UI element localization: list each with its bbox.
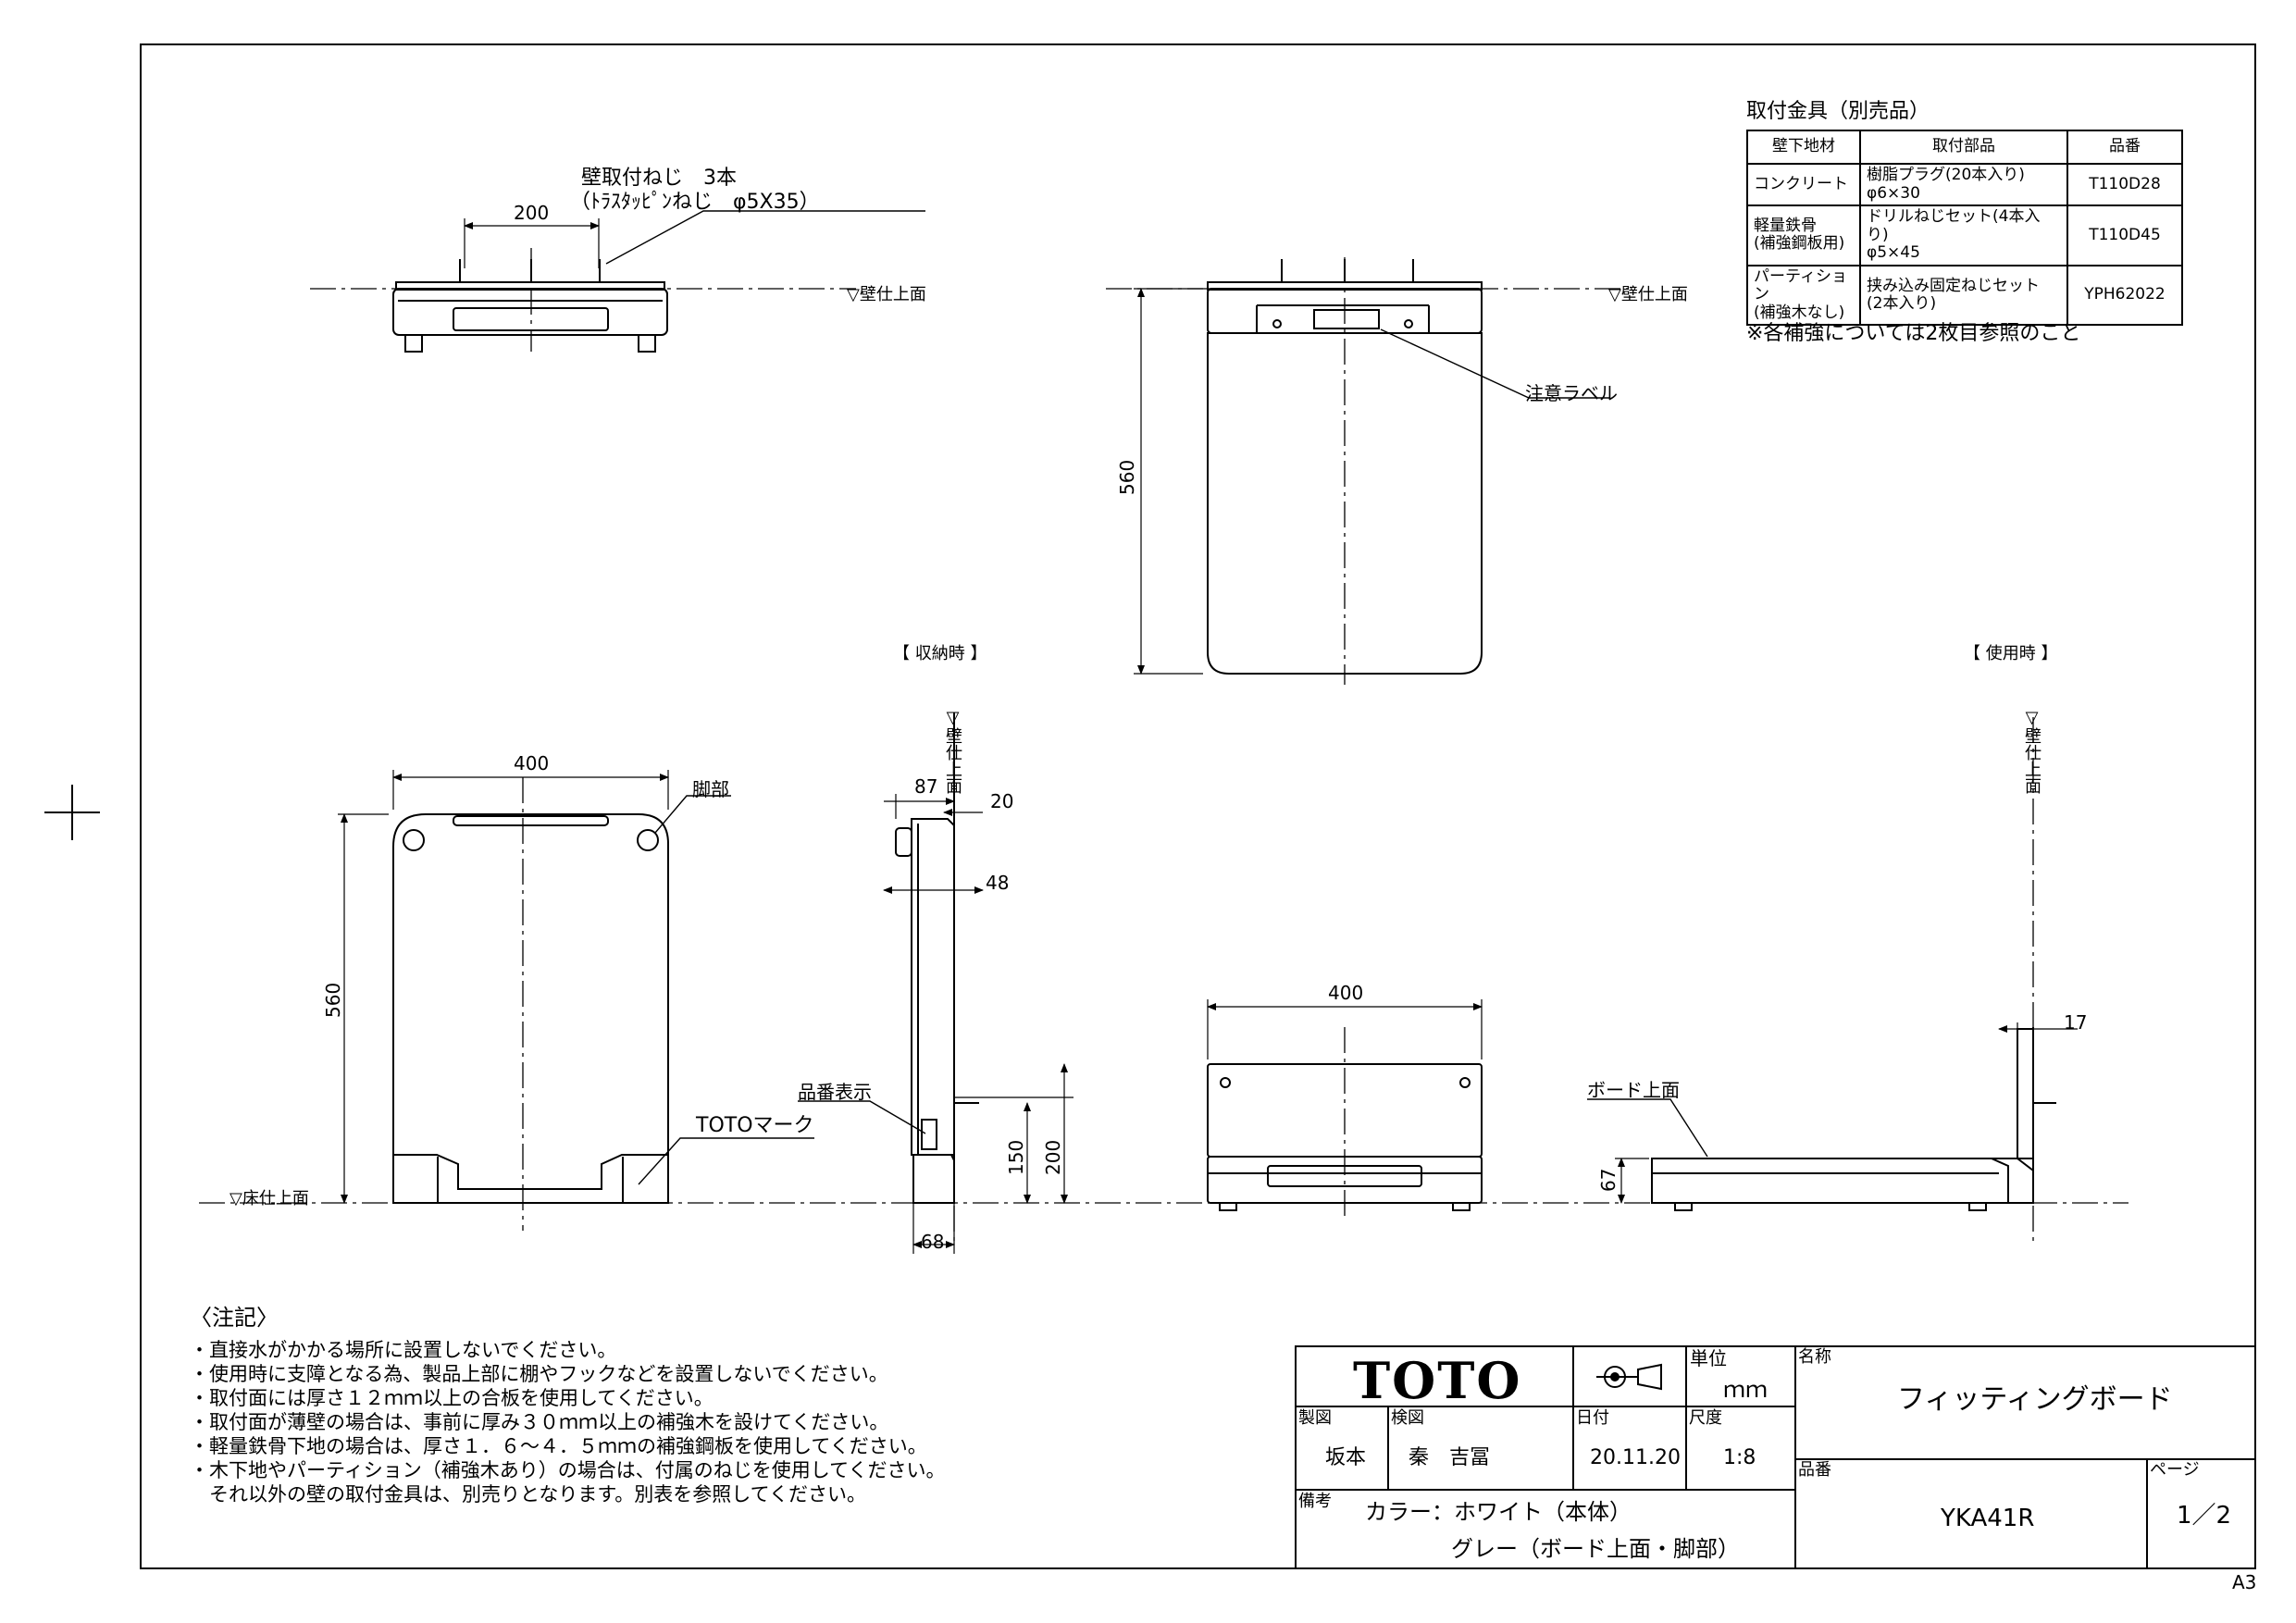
row-base: 軽量鉄骨 (補強鋼板用) — [1746, 204, 1861, 266]
date-value: 20.11.20 — [1590, 1446, 1681, 1469]
top-view — [392, 210, 925, 353]
dim-400-in-use: 400 — [1328, 982, 1364, 1004]
row-code: YPH62022 — [2066, 264, 2183, 327]
remarks-label: 備考 — [1298, 1492, 1332, 1511]
screw-note-1: 壁取付ねじ 3本 — [581, 167, 737, 190]
scale-value: 1:8 — [1723, 1446, 1756, 1469]
date-label: 日付 — [1576, 1408, 1609, 1428]
in-use-title: 【 使用時 】 — [1964, 644, 2058, 663]
dim-87: 87 — [914, 775, 938, 798]
toto-logo: TOTO — [1353, 1351, 1522, 1410]
accessories-table: 壁下地材 取付部品 品番 コンクリート 樹脂プラグ(20本入り) φ6×30 T… — [1746, 130, 2183, 327]
dim-17: 17 — [2064, 1011, 2088, 1034]
checked-value: 秦 吉冨 — [1409, 1446, 1491, 1469]
title-block-lines — [1295, 1345, 2256, 1569]
drawn-label: 製図 — [1298, 1408, 1332, 1428]
dim-400-stowed: 400 — [514, 752, 550, 774]
note-line: ・使用時に支障となる為、製品上部に棚やフックなどを設置しないでください。 — [190, 1363, 888, 1385]
part-value: YKA41R — [1941, 1505, 2035, 1532]
in-use-front-view — [1207, 999, 1483, 1211]
row-part: 樹脂プラグ(20本入り) φ6×30 — [1859, 162, 2068, 207]
notes-heading: 〈注記〉 — [190, 1305, 279, 1331]
row-base: コンクリート — [1746, 162, 1861, 207]
accessories-title: 取付金具（別売品） — [1746, 100, 1930, 123]
toto-mark-callout: TOTOマーク — [696, 1114, 814, 1137]
name-value: フィッティングボード — [1897, 1383, 2173, 1416]
row-code: T110D45 — [2066, 204, 2183, 266]
stowed-title: 【 収納時 】 — [893, 644, 987, 663]
floor-label: ▽床仕上面 — [230, 1189, 309, 1208]
dim-560-stowed: 560 — [322, 982, 344, 1018]
row-base: パーティション (補強木なし) — [1746, 264, 1861, 327]
projection-symbol-icon — [1596, 1363, 1662, 1391]
note-line: ・取付面には厚さ１２ｍｍ以上の合板を使用してください。 — [190, 1387, 714, 1409]
front-upper-view — [1134, 259, 1610, 675]
dim-200-top: 200 — [514, 202, 550, 224]
unit-label: 単位 — [1690, 1347, 1727, 1369]
page-value: 1／2 — [2177, 1502, 2232, 1530]
stowed-front-view — [338, 770, 814, 1204]
dim-48: 48 — [986, 872, 1010, 894]
drawn-value: 坂本 — [1325, 1446, 1367, 1469]
wall-label-stowed: ▽壁仕上面 — [943, 708, 962, 794]
caution-label-callout: 注意ラベル — [1525, 382, 1618, 404]
dim-68: 68 — [921, 1231, 945, 1253]
name-label: 名称 — [1798, 1347, 1831, 1367]
dim-200-side: 200 — [1042, 1139, 1064, 1175]
dim-67: 67 — [1597, 1168, 1620, 1192]
wall-label-left: ▽壁仕上面 — [847, 285, 926, 304]
board-top-callout: ボード上面 — [1587, 1079, 1680, 1101]
note-line: ・取付面が薄壁の場合は、事前に厚み３０ｍｍ以上の補強木を設けてください。 — [190, 1411, 889, 1433]
note-line: それ以外の壁の取付金具は、別売りとなります。別表を参照してください。 — [190, 1483, 867, 1505]
col-header-part: 取付部品 — [1859, 130, 2068, 165]
row-part: ドリルねじセット(4本入り) φ5×45 — [1859, 204, 2068, 266]
part-no-callout: 品番表示 — [798, 1081, 872, 1103]
sheet-border — [140, 43, 2256, 1569]
foot-callout: 脚部 — [692, 778, 729, 800]
dim-560-upper: 560 — [1116, 459, 1138, 495]
col-header-code: 品番 — [2066, 130, 2183, 165]
row-code: T110D28 — [2066, 162, 2183, 207]
scale-label: 尺度 — [1689, 1408, 1722, 1428]
in-use-side-view — [1587, 1022, 2078, 1211]
col-header-base: 壁下地材 — [1746, 130, 1861, 165]
remarks-line-1: カラー：ホワイト（本体） — [1365, 1499, 1632, 1525]
wall-label-in-use: ▽壁仕上面 — [2022, 708, 2042, 794]
dim-150: 150 — [1005, 1139, 1027, 1175]
checked-label: 検図 — [1391, 1408, 1424, 1428]
note-line: ・軽量鉄骨下地の場合は、厚さ１．６～４．５ｍｍの補強鋼板を使用してください。 — [190, 1435, 927, 1457]
row-part: 挟み込み固定ねじセット (2本入り) — [1859, 264, 2068, 327]
note-line: ・直接水がかかる場所に設置しないでください。 — [190, 1339, 617, 1361]
note-line: ・木下地やパーティション（補強木あり）の場合は、付属のねじを使用してください。 — [190, 1459, 946, 1481]
page-label: ページ — [2150, 1460, 2200, 1480]
dim-20: 20 — [990, 790, 1014, 812]
accessories-footnote: ※各補強については2枚目参照のこと — [1746, 322, 2081, 345]
sheet-size: A3 — [2232, 1571, 2257, 1593]
wall-label-right: ▽壁仕上面 — [1608, 285, 1688, 304]
side-stowed-view — [798, 712, 1074, 1254]
screw-note-2: （ﾄﾗｽﾀｯﾋﾟﾝねじ φ5X35） — [570, 191, 820, 214]
remarks-line-2: グレー（ボード上面・脚部） — [1451, 1536, 1740, 1562]
part-label: 品番 — [1798, 1460, 1831, 1480]
unit-value: ｍｍ — [1723, 1377, 1768, 1403]
